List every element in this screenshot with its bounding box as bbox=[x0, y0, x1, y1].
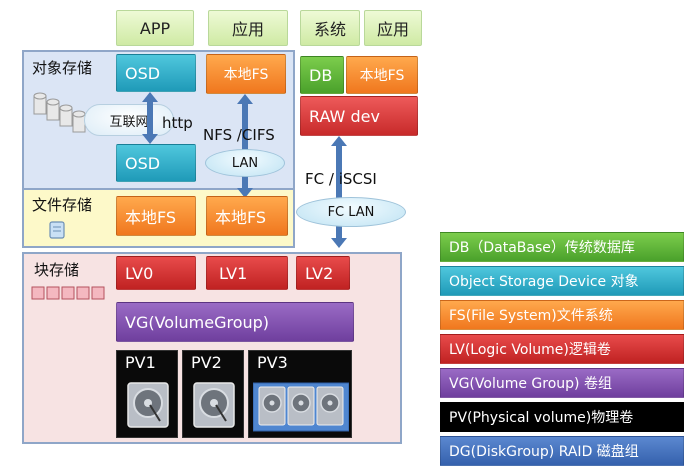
http-label: http bbox=[162, 114, 193, 132]
app-box: APP bbox=[116, 10, 194, 46]
legend-item-lv: LV(Logic Volume)逻辑卷 bbox=[440, 334, 684, 364]
file-storage-label: 文件存储 bbox=[32, 196, 93, 214]
legend-item-vg: VG(Volume Group) 卷组 bbox=[440, 368, 684, 398]
osd-top-box: OSD bbox=[116, 54, 196, 92]
app-right-box: 应用 bbox=[364, 10, 422, 46]
object-storage-label: 对象存储 bbox=[32, 59, 93, 77]
double-arrow-icon bbox=[237, 94, 253, 198]
fc-lan-ellipse: FC LAN bbox=[296, 197, 406, 227]
legend-item-db: DB（DataBase）传统数据库 bbox=[440, 232, 684, 262]
legend-item-fs: FS(File System)文件系统 bbox=[440, 300, 684, 330]
file-local-fs-2-box: 本地FS bbox=[206, 196, 288, 236]
legend: DB（DataBase）传统数据库 Object Storage Device … bbox=[440, 232, 684, 466]
right-local-fs-box: 本地FS bbox=[346, 56, 418, 94]
legend-item-osd: Object Storage Device 对象 bbox=[440, 266, 684, 296]
nfs-cifs-label: NFS /CIFS bbox=[203, 126, 275, 144]
legend-item-dg: DG(DiskGroup) RAID 磁盘组 bbox=[440, 436, 684, 466]
pv1-box: PV1 bbox=[116, 350, 178, 438]
pv2-label: PV2 bbox=[191, 353, 222, 372]
db-box: DB bbox=[300, 56, 344, 94]
file-local-fs-1-box: 本地FS bbox=[116, 196, 196, 236]
center-local-fs-box: 本地FS bbox=[206, 54, 286, 94]
lv1-box: LV1 bbox=[206, 256, 288, 290]
pv3-box: PV3 bbox=[248, 350, 352, 438]
database-stack-icon bbox=[33, 92, 86, 133]
pv1-label: PV1 bbox=[125, 353, 156, 372]
vg-box: VG(VolumeGroup) bbox=[116, 302, 354, 342]
fc-iscsi-label: FC / iSCSI bbox=[305, 170, 377, 188]
block-storage-label: 块存储 bbox=[34, 261, 80, 279]
double-arrow-icon bbox=[142, 92, 158, 144]
disk-array-icon bbox=[31, 286, 105, 300]
lv2-box: LV2 bbox=[296, 256, 350, 290]
legend-item-pv: PV(Physical volume)物理卷 bbox=[440, 402, 684, 432]
pv2-box: PV2 bbox=[182, 350, 244, 438]
lv0-box: LV0 bbox=[116, 256, 196, 290]
lan-ellipse: LAN bbox=[205, 149, 285, 177]
hard-disk-icon bbox=[193, 382, 235, 428]
double-arrow-icon bbox=[331, 136, 347, 248]
system-box: 系统 bbox=[300, 10, 360, 46]
internet-label: 互联网 bbox=[109, 114, 149, 130]
hard-disk-icon bbox=[127, 382, 169, 428]
app-center-box: 应用 bbox=[208, 10, 288, 46]
disk-group-icon bbox=[253, 382, 349, 432]
pv3-label: PV3 bbox=[257, 353, 288, 372]
raw-dev-box: RAW dev bbox=[300, 96, 418, 136]
osd-bottom-box: OSD bbox=[116, 144, 196, 182]
internet-cloud: 互联网 bbox=[84, 104, 174, 136]
server-icon bbox=[49, 221, 65, 239]
